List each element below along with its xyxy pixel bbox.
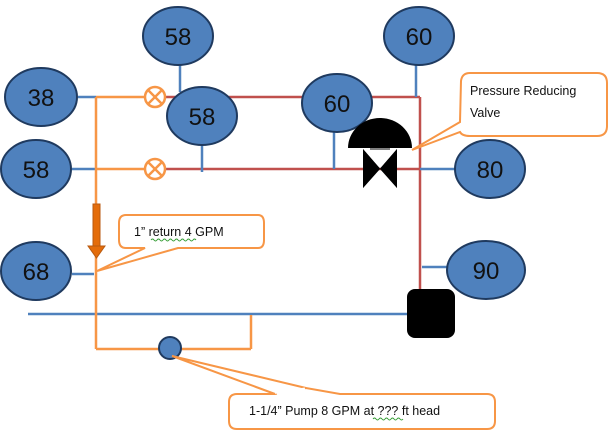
zone-node-label: 60 xyxy=(406,24,433,51)
prv-callout-line1: Pressure Reducing xyxy=(470,84,576,98)
zone-node[interactable]: 60 xyxy=(301,73,373,133)
zone-node[interactable]: 60 xyxy=(383,6,455,66)
boiler-block-icon[interactable] xyxy=(407,289,455,338)
pump-circle-icon[interactable] xyxy=(158,336,182,360)
zone-node[interactable]: 58 xyxy=(142,6,214,66)
pump-callout-text: 1-1/4” Pump 8 GPM at ??? ft head xyxy=(249,404,440,418)
return-callout-text: 1” return 4 GPM xyxy=(134,225,224,239)
balancing-valve-lower[interactable] xyxy=(143,157,167,181)
pipes xyxy=(28,64,456,351)
zone-node[interactable]: 68 xyxy=(0,241,72,301)
zone-node[interactable]: 90 xyxy=(446,240,526,300)
zone-node-label: 80 xyxy=(477,157,504,184)
zone-node[interactable]: 58 xyxy=(166,86,238,146)
zone-node-label: 58 xyxy=(165,24,192,51)
zone-node-label: 68 xyxy=(23,259,50,286)
zone-nodes: 58 60 38 58 60 58 80 68 xyxy=(0,6,526,301)
zone-node[interactable]: 80 xyxy=(454,139,526,199)
prv-callout: Pressure Reducing Valve xyxy=(411,72,608,151)
pump-callout: 1-1/4” Pump 8 GPM at ??? ft head xyxy=(171,355,496,430)
zone-node-label: 38 xyxy=(28,85,55,112)
pressure-reducing-valve-icon[interactable] xyxy=(348,118,412,188)
prv-callout-line2: Valve xyxy=(470,106,500,120)
return-callout: 1” return 4 GPM xyxy=(96,214,265,272)
zone-node-label: 90 xyxy=(473,258,500,285)
zone-node[interactable]: 38 xyxy=(4,67,78,127)
zone-node-label: 58 xyxy=(189,104,216,131)
down-arrow-icon xyxy=(87,203,106,259)
zone-node[interactable]: 58 xyxy=(0,139,72,199)
zone-node-label: 60 xyxy=(324,91,351,118)
balancing-valve-upper[interactable] xyxy=(143,85,167,109)
zone-node-label: 58 xyxy=(23,157,50,184)
